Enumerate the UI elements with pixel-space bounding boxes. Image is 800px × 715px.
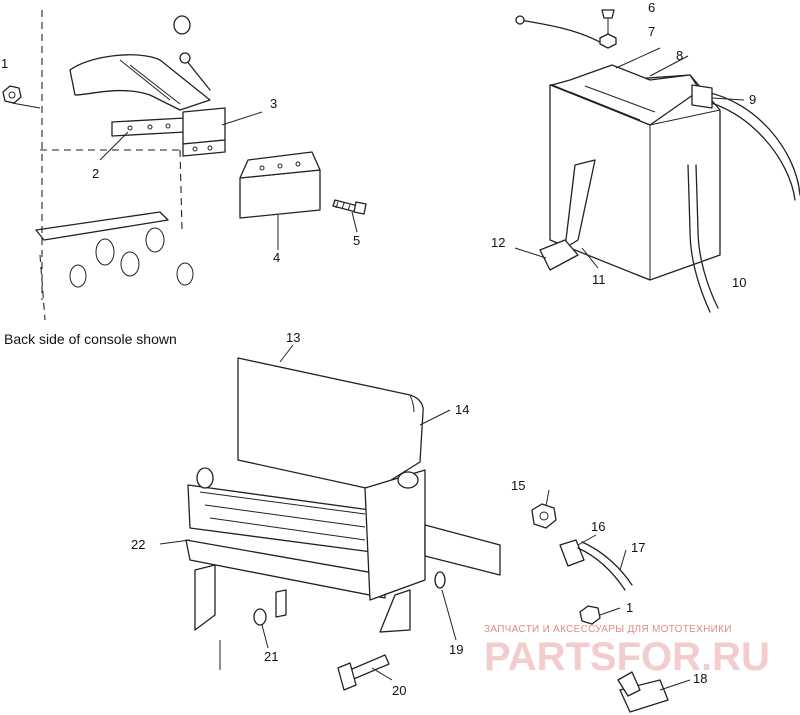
bolt-6 — [601, 9, 615, 34]
terminal-18 — [617, 671, 669, 713]
callout-9: 9 — [749, 92, 756, 107]
callout-15: 15 — [511, 478, 525, 493]
callout-20: 20 — [392, 683, 406, 698]
callout-1-bottom: 1 — [626, 600, 633, 615]
washer-19 — [434, 571, 446, 589]
block-4 — [239, 151, 321, 219]
console-panel — [35, 10, 211, 321]
battery-assembly — [515, 15, 800, 313]
callout-6: 6 — [648, 0, 655, 15]
watermark: PARTSFOR.RU ЗАПЧАСТИ И АКСЕССУАРЫ ДЛЯ МО… — [484, 624, 770, 679]
callout-3: 3 — [270, 96, 277, 111]
callout-22: 22 — [131, 537, 145, 552]
callout-2: 2 — [92, 166, 99, 181]
callout-14: 14 — [455, 402, 469, 417]
callout-21: 21 — [264, 649, 278, 664]
bracket-2-3 — [111, 107, 226, 157]
callout-5: 5 — [353, 233, 360, 248]
callout-4: 4 — [273, 250, 280, 265]
callout-19: 19 — [449, 642, 463, 657]
diagram-caption: Back side of console shown — [4, 331, 177, 347]
callout-17: 17 — [631, 540, 645, 555]
callout-10: 10 — [732, 275, 746, 290]
nut-15 — [531, 503, 557, 529]
callout-7: 7 — [648, 24, 655, 39]
watermark-tagline: ЗАПЧАСТИ И АКСЕССУАРЫ ДЛЯ МОТОТЕХНИКИ — [484, 624, 732, 635]
washer-21 — [253, 589, 287, 626]
nut-1-bottom — [579, 605, 601, 625]
leader-lines — [11, 47, 745, 691]
nut-7 — [599, 33, 617, 49]
callout-11: 11 — [592, 272, 606, 287]
callout-16: 16 — [591, 519, 605, 534]
watermark-logo: PARTSFOR.RU — [484, 635, 770, 679]
callout-8: 8 — [676, 48, 683, 63]
callout-1-top: 1 — [1, 56, 8, 71]
callout-12: 12 — [491, 235, 505, 250]
callout-18: 18 — [693, 671, 707, 686]
cable-16-17 — [559, 539, 633, 591]
callout-13: 13 — [286, 330, 300, 345]
bolt-20 — [337, 654, 390, 691]
battery-box — [185, 357, 501, 670]
screw-5 — [332, 199, 367, 215]
nut-1-top — [2, 85, 22, 104]
